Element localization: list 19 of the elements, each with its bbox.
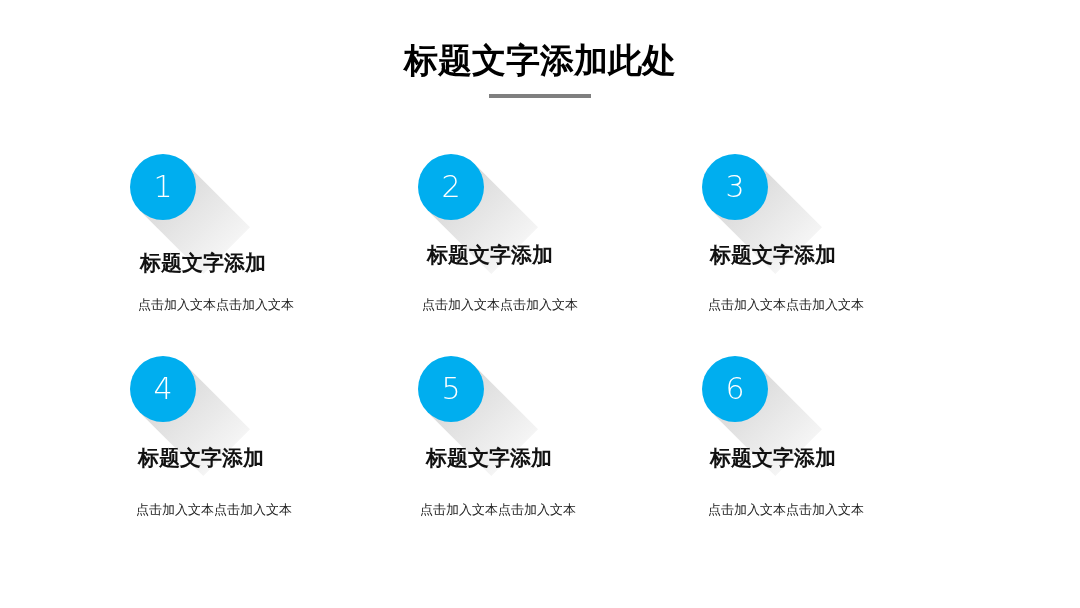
item-heading: 标题文字添加	[140, 250, 266, 277]
item-heading: 标题文字添加	[426, 445, 552, 472]
item-description: 点击加入文本点击加入文本	[708, 296, 864, 314]
item-description: 点击加入文本点击加入文本	[138, 296, 294, 314]
item-heading: 标题文字添加	[427, 242, 553, 269]
number-circle: 3	[702, 154, 768, 220]
number-circle: 6	[702, 356, 768, 422]
item-heading: 标题文字添加	[710, 242, 836, 269]
item-description: 点击加入文本点击加入文本	[708, 501, 864, 519]
title: 标题文字添加此处	[402, 39, 677, 82]
item-heading: 标题文字添加	[710, 445, 836, 472]
number-circle: 4	[130, 356, 196, 422]
item-description: 点击加入文本点击加入文本	[420, 501, 576, 519]
number-circle: 5	[418, 356, 484, 422]
number-circle: 2	[418, 154, 484, 220]
item-heading: 标题文字添加	[138, 445, 264, 472]
number-circle: 1	[130, 154, 196, 220]
item-description: 点击加入文本点击加入文本	[422, 296, 578, 314]
item-description: 点击加入文本点击加入文本	[136, 501, 292, 519]
